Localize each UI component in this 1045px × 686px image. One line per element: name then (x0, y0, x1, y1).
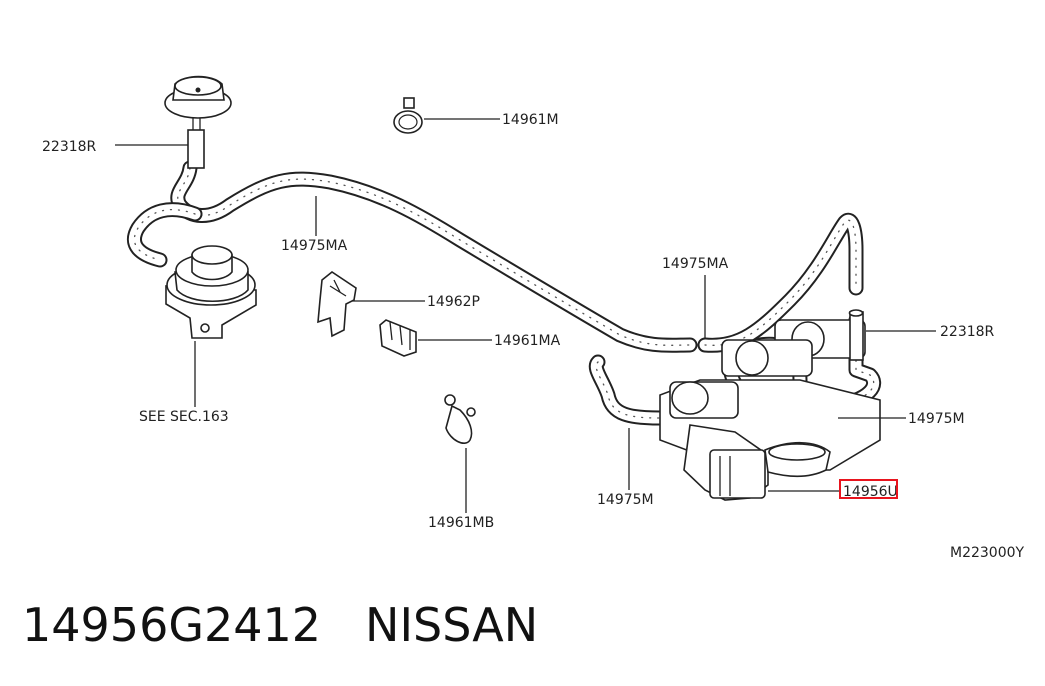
hose-14975ma-main (126, 160, 698, 353)
valve-assembly (659, 319, 881, 501)
brand-name: NISSAN (365, 598, 539, 652)
clip-14962p (317, 271, 357, 338)
label-14962p: 14962P (427, 294, 480, 310)
label-14975m-right: 14975M (908, 411, 965, 427)
part-number: 14956G2412 (22, 598, 322, 652)
label-14961ma: 14961MA (494, 333, 561, 349)
canister (165, 245, 257, 339)
parts-diagram: 22318R 14961M 14975MA 14975MA 14962P 149… (42, 75, 1025, 561)
cap-22318r-right (848, 309, 864, 361)
filler-cap (164, 75, 232, 169)
label-14961mb: 14961MB (428, 515, 494, 531)
label-14975ma-left: 14975MA (281, 238, 348, 254)
highlight-box (839, 479, 898, 499)
label-14956u: 14956U (843, 484, 898, 500)
tie-14961mb (444, 394, 476, 444)
label-see-sec: SEE SEC.163 (139, 409, 229, 425)
label-22318r-right: 22318R (940, 324, 995, 340)
label-14975ma-right: 14975MA (662, 256, 729, 272)
label-14975m-bottom: 14975M (597, 492, 654, 508)
hose-14975ma-right (697, 212, 864, 353)
figure-code: M223000Y (950, 545, 1025, 561)
caption: 14956G2412 NISSAN (22, 598, 538, 652)
label-14961m: 14961M (502, 112, 559, 128)
clip-14961ma (379, 319, 417, 357)
leader-lines (115, 118, 936, 513)
label-22318r-left: 22318R (42, 139, 97, 155)
clamp-14961m (393, 97, 423, 134)
